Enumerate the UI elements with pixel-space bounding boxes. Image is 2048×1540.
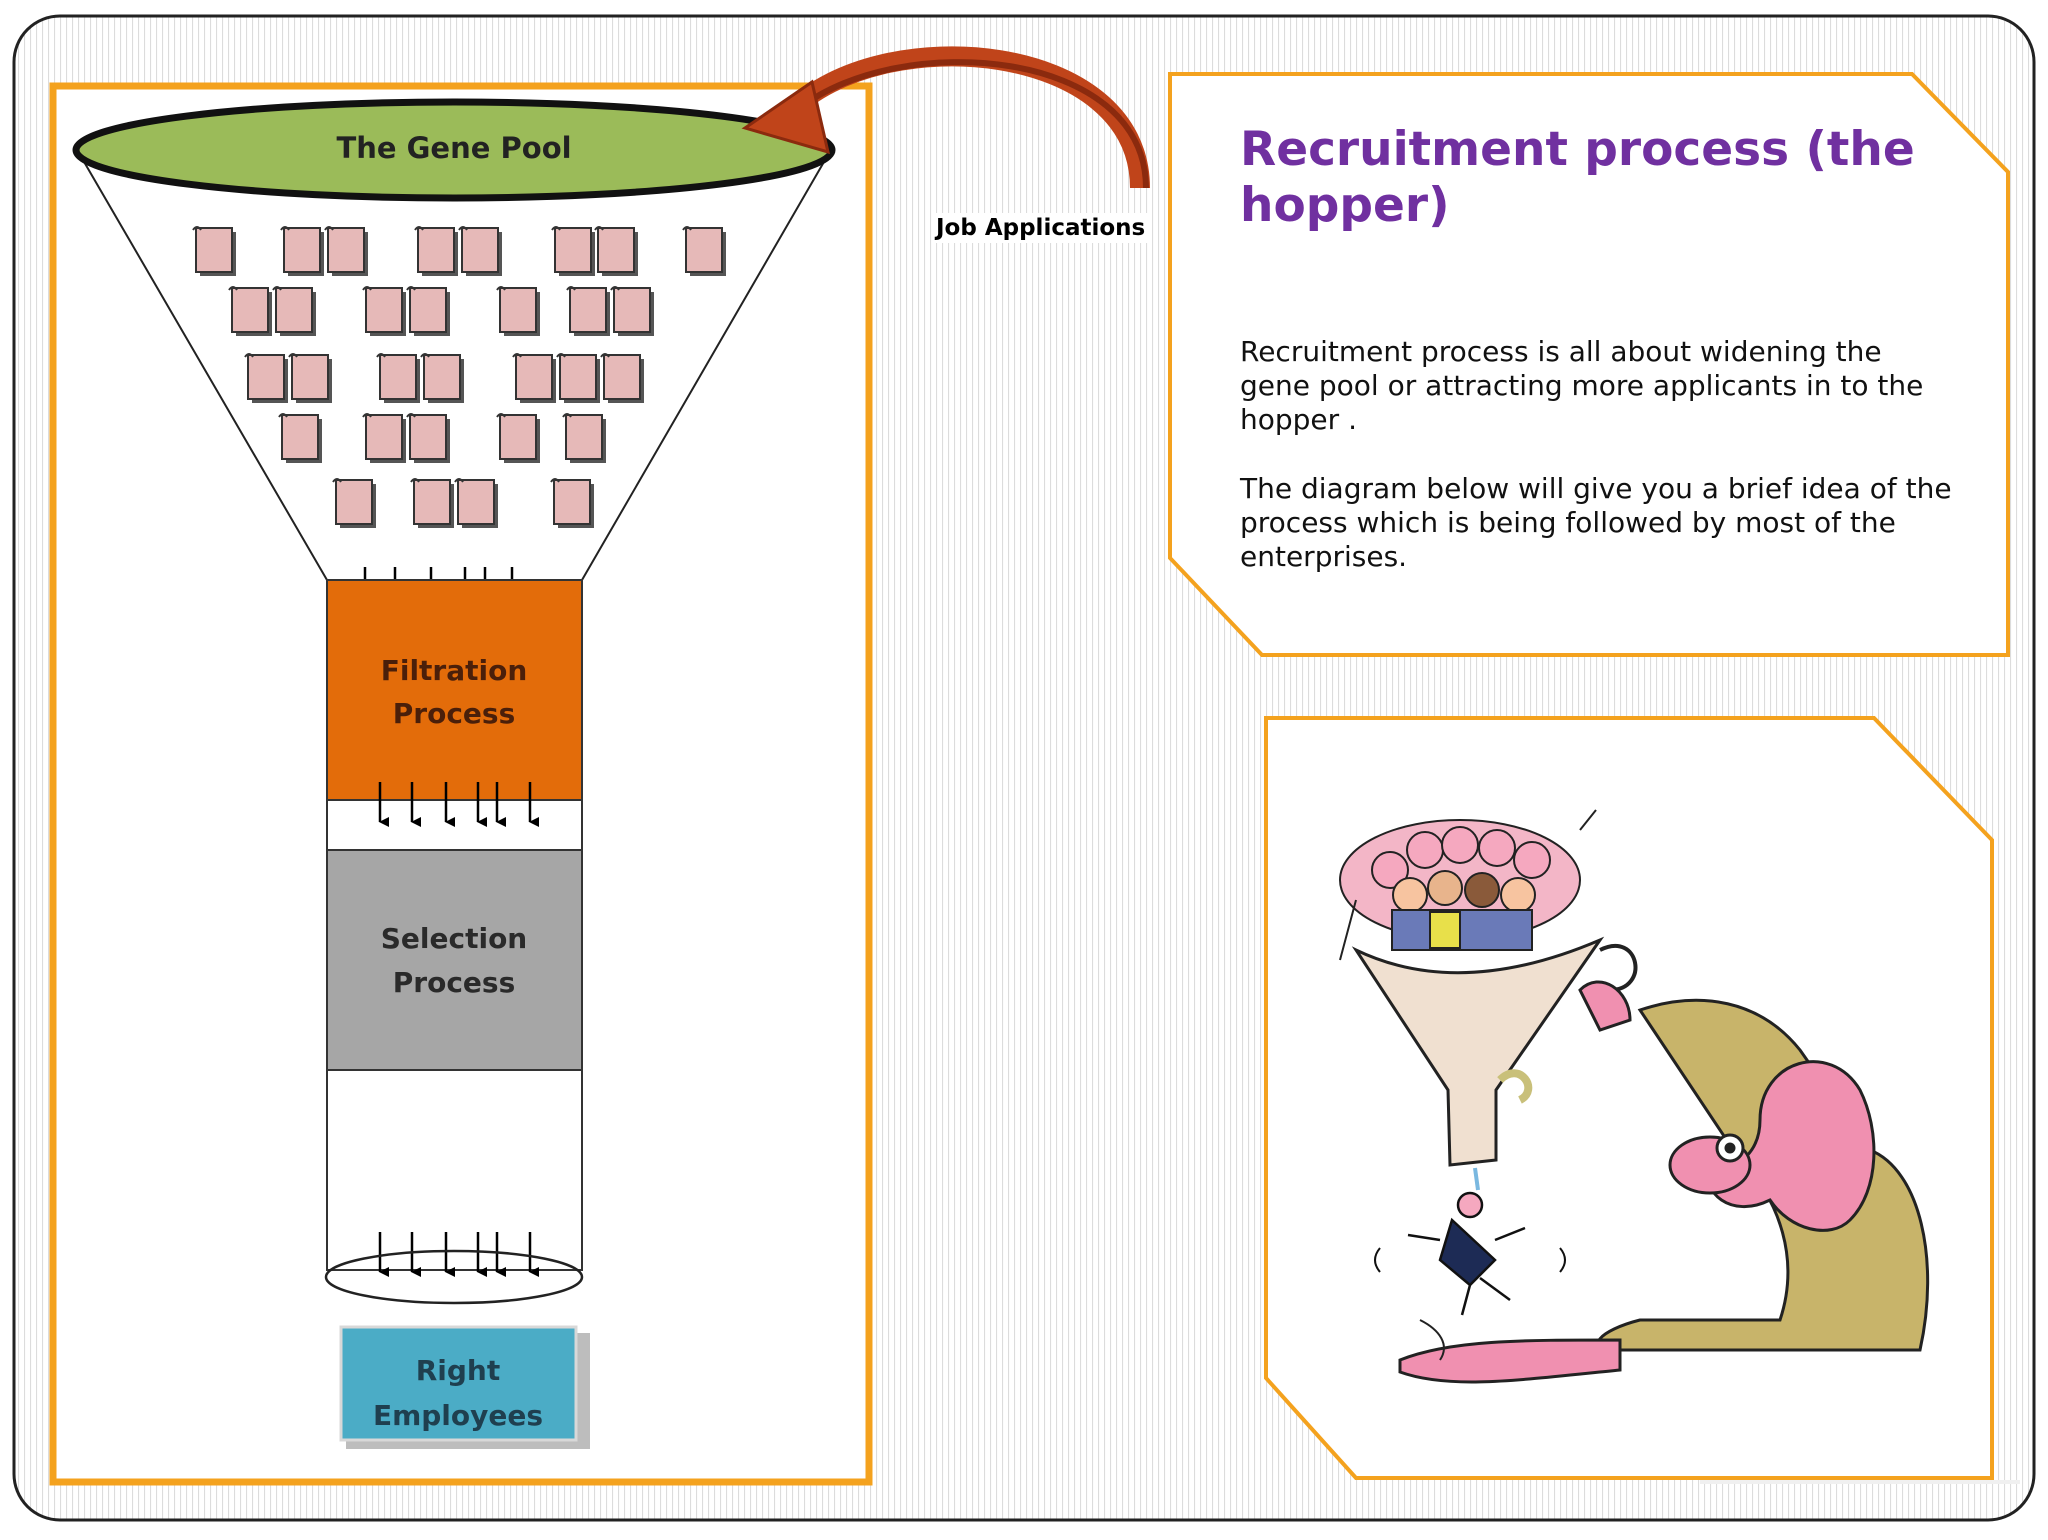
application-document-icon <box>406 286 450 336</box>
selection-process-box <box>326 849 583 1071</box>
crowd-of-people <box>1339 809 1597 961</box>
application-document-icon <box>362 286 406 336</box>
application-document-icon <box>410 478 454 528</box>
application-document-icon <box>414 226 458 276</box>
application-document-icon <box>551 226 595 276</box>
application-document-icon <box>562 413 606 463</box>
application-document-icon <box>244 353 288 403</box>
application-document-icon <box>496 413 540 463</box>
filtration-process-box <box>326 579 583 801</box>
application-document-icon <box>600 353 644 403</box>
application-document-icon <box>362 413 406 463</box>
application-document-icon <box>192 226 236 276</box>
text-card <box>1168 72 2010 657</box>
application-document-icon <box>458 226 502 276</box>
job-applications-arrowhead <box>741 79 831 155</box>
job-applications-label: Job Applications <box>932 213 1150 243</box>
slide-title: Recruitment process (the hopper) <box>1240 122 1915 233</box>
application-document-icon <box>324 226 368 276</box>
application-document-icon <box>594 226 638 276</box>
application-document-icon <box>272 286 316 336</box>
application-document-icon <box>566 286 610 336</box>
arrows-into-selection <box>378 782 539 827</box>
right-employees-box <box>339 1325 578 1442</box>
application-documents <box>192 226 726 528</box>
cartoon-funnel <box>1351 936 1605 1167</box>
application-document-icon <box>278 413 322 463</box>
diagram-intro-paragraph: The diagram below will give you a brief … <box>1240 472 1952 573</box>
old-man-figure <box>1398 980 1930 1384</box>
application-document-icon <box>406 413 450 463</box>
application-document-icon <box>682 226 726 276</box>
slide-number-area <box>1700 1480 2020 1484</box>
application-document-icon <box>550 478 594 528</box>
application-document-icon <box>496 286 540 336</box>
application-document-icon <box>280 226 324 276</box>
application-document-icon <box>420 353 464 403</box>
right-employees-label-1: Right <box>416 1354 501 1387</box>
gene-pool-label: The Gene Pool <box>336 131 571 165</box>
intro-paragraph: Recruitment process is all about widenin… <box>1240 335 1924 436</box>
job-applications-arrow <box>741 46 1150 189</box>
application-document-icon <box>376 353 420 403</box>
filtration-label-1: Filtration <box>381 654 528 687</box>
application-document-icon <box>288 353 332 403</box>
application-document-icon <box>512 353 556 403</box>
cartoon-card <box>1264 716 1994 1480</box>
tube-outlet-ellipse <box>324 1249 584 1305</box>
application-document-icon <box>610 286 654 336</box>
application-document-icon <box>454 478 498 528</box>
falling-employee <box>1374 1191 1566 1316</box>
application-document-icon <box>228 286 272 336</box>
right-employees-label-2: Employees <box>373 1399 543 1432</box>
selection-label-1: Selection <box>381 922 528 955</box>
hopper-diagram-panel: The Gene Pool Filtration Process S <box>49 82 873 1486</box>
application-document-icon <box>332 478 376 528</box>
funnel-cartoon-illustration <box>1339 809 1930 1384</box>
selection-label-2: Process <box>393 966 516 999</box>
filtration-label-2: Process <box>393 697 516 730</box>
gene-pool-ellipse <box>72 98 836 202</box>
application-document-icon <box>556 353 600 403</box>
